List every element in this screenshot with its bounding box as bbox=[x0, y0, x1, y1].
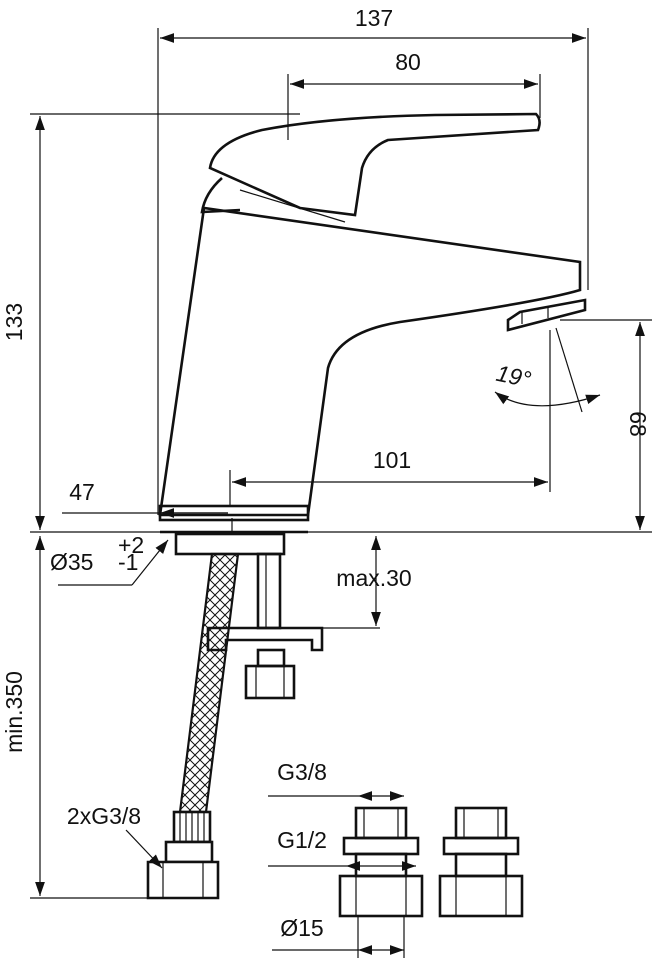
dim-hole-tol-plus: +2 bbox=[118, 532, 144, 558]
dim-height: 133 bbox=[1, 303, 27, 341]
dim-max-thickness: max.30 bbox=[336, 565, 411, 591]
braided-hose bbox=[146, 552, 240, 900]
dim-thread-small: G3/8 bbox=[277, 759, 327, 785]
dim-hole-tol-minus: -1 bbox=[118, 549, 138, 575]
dim-lever-length: 80 bbox=[395, 49, 421, 75]
dimension-lines bbox=[30, 28, 652, 958]
dim-base-offset: 47 bbox=[69, 479, 95, 505]
dim-hole-diameter: Ø35 bbox=[50, 549, 93, 575]
dim-hose-thread: 2xG3/8 bbox=[67, 803, 141, 829]
dim-pipe-diameter: Ø15 bbox=[280, 915, 323, 941]
dim-angle: 19° bbox=[494, 360, 533, 393]
dim-spout-height: 68 bbox=[625, 411, 651, 437]
adapter-left bbox=[338, 806, 424, 918]
dim-thread-large: G1/2 bbox=[277, 827, 327, 853]
dim-overall-length: 137 bbox=[355, 5, 393, 31]
adapter-right bbox=[438, 806, 524, 918]
dim-spout-reach: 101 bbox=[373, 447, 411, 473]
dim-hose-length: min.350 bbox=[1, 671, 27, 753]
